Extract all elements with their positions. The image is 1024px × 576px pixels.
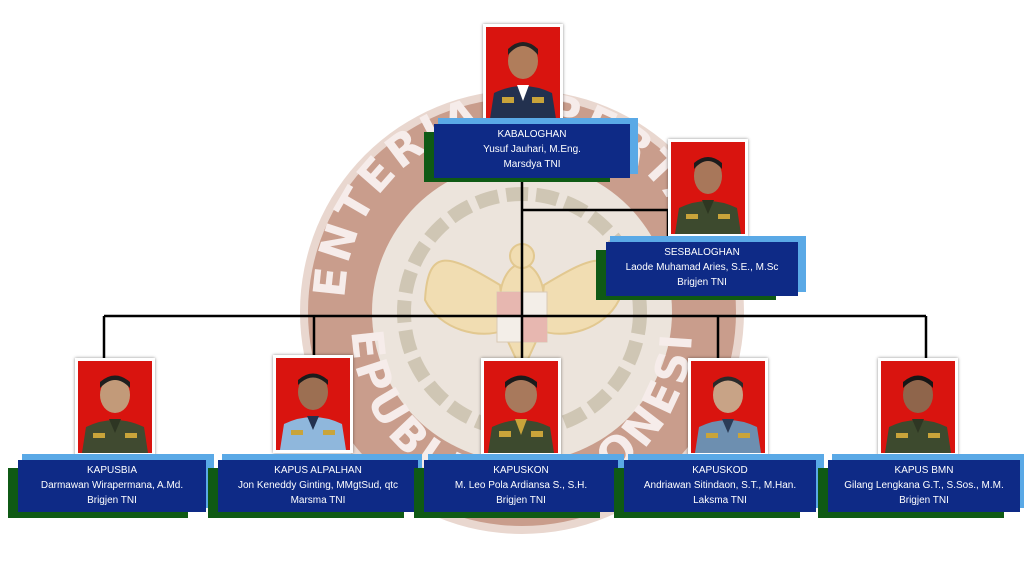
head-photo [483, 24, 563, 122]
unit-title: KAPUS ALPALHAN [274, 465, 362, 476]
unit-title: KAPUSKOD [692, 465, 748, 476]
unit-rank: Brigjen TNI [87, 495, 137, 506]
secretary-title: SESBALOGHAN [664, 247, 740, 258]
unit-title: KAPUSBIA [86, 465, 138, 476]
secretary-name: Laode Muhamad Aries, S.E., M.Sc [625, 262, 779, 273]
head-rank: Marsdya TNI [503, 159, 561, 170]
unit-photo-3 [481, 358, 561, 456]
unit-photo-2 [273, 355, 353, 453]
unit-title: KAPUSKON [493, 465, 549, 476]
unit-name: M. Leo Pola Ardiansa S., S.H. [454, 480, 588, 491]
unit-rank: Brigjen TNI [899, 495, 949, 506]
unit-photo-1 [75, 358, 155, 456]
unit-rank: Marsma TNI [290, 495, 346, 506]
unit-rank: Laksma TNI [693, 495, 747, 506]
unit-name: Andriawan Sitindaon, S.T., M.Han. [643, 480, 797, 491]
secretary-rank: Brigjen TNI [677, 277, 727, 288]
unit-name: Darmawan Wirapermana, A.Md. [40, 480, 184, 491]
head-name: Yusuf Jauhari, M.Eng. [483, 144, 581, 155]
head-title: KABALOGHAN [497, 129, 567, 140]
unit-photo-4 [688, 358, 768, 456]
secretary-photo [668, 139, 748, 237]
unit-rank: Brigjen TNI [496, 495, 546, 506]
unit-name: Gilang Lengkana G.T., S.Sos., M.M. [844, 480, 1004, 491]
unit-title: KAPUS BMN [894, 465, 954, 476]
unit-name: Jon Keneddy Ginting, MMgtSud, qtc [237, 480, 399, 491]
unit-photo-5 [878, 358, 958, 456]
